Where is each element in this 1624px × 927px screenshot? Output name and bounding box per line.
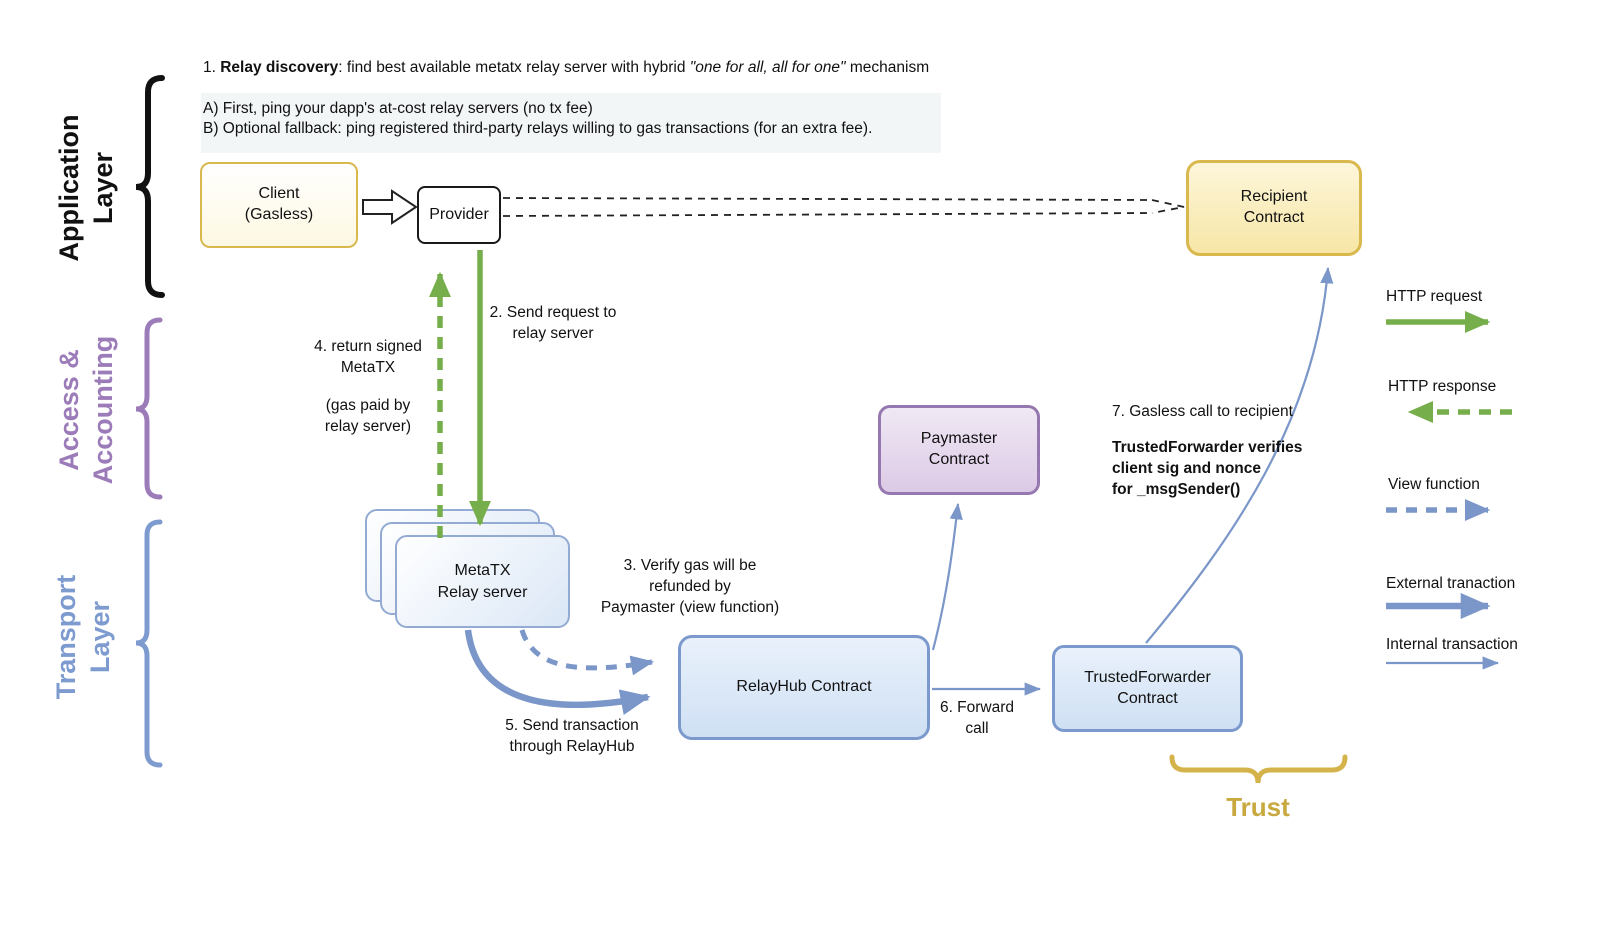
- relayhub-to-paymaster-arrow: [931, 502, 963, 651]
- trust-label: Trust: [1226, 792, 1290, 822]
- step2-label: 2. Send request to relay server: [489, 304, 617, 342]
- note-step-bold: Relay discovery: [220, 59, 339, 76]
- note-step-italic: "one for all, all for one": [689, 59, 846, 76]
- step6-label: 6. Forward call: [939, 699, 1015, 737]
- trust-brace: [1169, 754, 1348, 784]
- legend-internal-transaction-label: Internal transaction: [1386, 636, 1518, 653]
- note-step-rest: : find best available metatx relay serve…: [338, 59, 690, 76]
- provider-to-recipient-dashed-pipe-arrow: [502, 197, 1185, 217]
- application-layer-label: Application Layer: [54, 114, 118, 262]
- client-node: Client (Gasless): [200, 162, 358, 248]
- access-layer-brace: [135, 317, 163, 500]
- notes-background: [201, 93, 941, 153]
- option-b-note: B) Optional fallback: ping registered th…: [203, 120, 873, 137]
- option-a-note: A) First, ping your dapp's at-cost relay…: [203, 100, 593, 117]
- legend-view-function-label: View function: [1388, 476, 1480, 493]
- step7-verify-label: TrustedForwarder verifies client sig and…: [1112, 439, 1303, 498]
- client-to-provider-block-arrow: [362, 189, 418, 225]
- transport-layer-label: Transport Layer: [51, 574, 115, 700]
- step5-label: 5. Send transaction through RelayHub: [505, 717, 639, 755]
- step4-note-label: (gas paid by relay server): [324, 397, 412, 435]
- legend-http-response-label: HTTP response: [1388, 378, 1497, 395]
- step4-label: 4. return signed MetaTX: [314, 338, 422, 376]
- relay-to-relayhub-transaction-arrow: [464, 629, 651, 715]
- paymaster-contract-node: Paymaster Contract: [878, 405, 1040, 495]
- step3-label: 3. Verify gas will be refunded by Paymas…: [600, 557, 780, 616]
- legend-external-transaction-label: External tranaction: [1386, 575, 1516, 592]
- legend-http-request-label: HTTP request: [1386, 288, 1483, 305]
- access-accounting-layer-label: Access & Accounting: [54, 335, 118, 485]
- relay-server-node: MetaTX Relay server: [395, 535, 570, 628]
- relay-discovery-note: 1. Relay discovery: find best available …: [203, 58, 1023, 79]
- relay-to-relayhub-view-function-arrow: [519, 629, 654, 676]
- trusted-forwarder-contract-node: TrustedForwarder Contract: [1052, 645, 1243, 732]
- relayhub-contract-node: RelayHub Contract: [678, 635, 930, 740]
- step7-label: 7. Gasless call to recipient: [1112, 403, 1293, 420]
- note-step-tail: mechanism: [845, 59, 930, 76]
- application-layer-brace: [135, 75, 165, 298]
- transport-layer-brace: [135, 519, 163, 768]
- note-step-number: 1.: [203, 59, 221, 76]
- recipient-contract-node: Recipient Contract: [1186, 160, 1362, 256]
- provider-node: Provider: [417, 186, 501, 244]
